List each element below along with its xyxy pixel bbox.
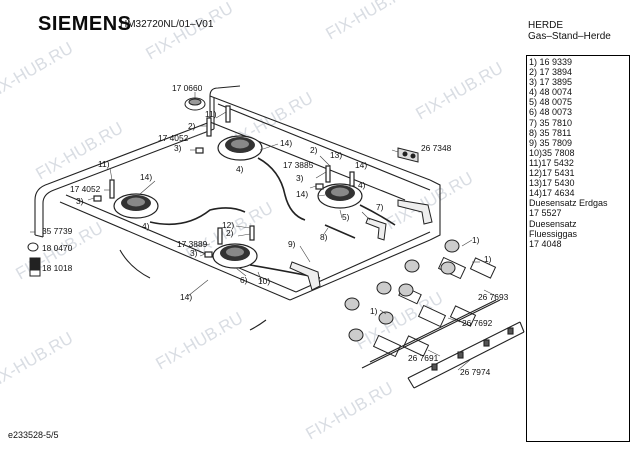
svg-text:FIX-HUB.RU: FIX-HUB.RU <box>0 38 76 103</box>
hob-frame <box>34 85 441 331</box>
svg-text:FIX-HUB.RU: FIX-HUB.RU <box>323 0 417 43</box>
ignition-electrodes <box>93 105 355 258</box>
parts-list-item: 17 5527 <box>529 208 562 219</box>
category-subtitle: Gas–Stand–Herde <box>528 31 611 42</box>
svg-text:FIX-HUB.RU: FIX-HUB.RU <box>143 0 237 63</box>
part-17-0660 <box>184 97 206 111</box>
side-brackets <box>289 199 433 291</box>
label-17-4052: 17 4052 <box>158 133 189 143</box>
label-2: 2) <box>310 145 318 155</box>
gas-pipes <box>149 157 396 279</box>
brand-logo: SIEMENS <box>38 13 132 35</box>
label-9: 9) <box>288 239 296 249</box>
label-14: 14) <box>180 292 192 302</box>
label-1: 1) <box>484 254 492 264</box>
label-26-7348: 26 7348 <box>421 143 452 153</box>
label-17-4052: 17 4052 <box>70 184 101 194</box>
label-3: 3) <box>296 173 304 183</box>
parts-list-item: Duesensatz Erdgas <box>529 198 608 209</box>
leader-lines <box>30 92 497 371</box>
burner-front-right <box>212 243 258 269</box>
parts-list-item: 9) 35 7809 <box>529 137 573 148</box>
label-4: 4) <box>236 164 244 174</box>
label-8: 8) <box>320 232 328 242</box>
control-rails <box>361 299 525 389</box>
label-5: 5) <box>342 212 350 222</box>
svg-text:FIX-HUB.RU: FIX-HUB.RU <box>0 328 76 393</box>
svg-text:FIX-HUB.RU: FIX-HUB.RU <box>33 118 127 183</box>
svg-text:FIX-HUB.RU: FIX-HUB.RU <box>413 58 507 123</box>
label-18-1018: 18 1018 <box>42 263 73 273</box>
label-18-0470: 18 0470 <box>42 243 73 253</box>
parts-list-item: 17 4048 <box>529 238 562 249</box>
label-12: 12) <box>222 220 234 230</box>
label-11: 11) <box>98 159 110 169</box>
label-35-7739: 35 7739 <box>42 226 73 236</box>
category-title: HERDE <box>528 20 564 31</box>
bracket-26-7348 <box>397 147 419 163</box>
document-reference: e233528-5/5 <box>8 430 59 440</box>
label-11: 11) <box>205 109 217 119</box>
model-number: HM32720NL/01–V01 <box>120 19 214 30</box>
parts-list-item: 1) 16 9339 <box>529 57 573 67</box>
label-13: 13) <box>330 150 342 160</box>
label-2: 2) <box>188 121 196 131</box>
label-1: 1) <box>472 235 480 245</box>
callout-labels: 17 0660 11) 2) 17 4052 3) 14) 11) 17 405… <box>42 83 509 377</box>
label-2: 2) <box>226 228 234 238</box>
parts-list-item: 10)35 7808 <box>529 147 575 158</box>
part-18-1018 <box>29 257 41 277</box>
label-17-3889: 17 3889 <box>177 239 208 249</box>
label-7: 7) <box>376 202 384 212</box>
label-14: 14) <box>355 160 367 170</box>
parts-list-box <box>526 55 630 442</box>
parts-list-item: 4) 48 0074 <box>529 87 573 98</box>
parts-list-item: Fluessiggas <box>529 228 578 239</box>
parts-list-item: 8) 35 7811 <box>529 127 572 138</box>
label-3: 3) <box>76 196 84 206</box>
burner-rear-right <box>317 183 363 209</box>
label-14: 14) <box>140 172 152 182</box>
label-26-7974: 26 7974 <box>460 367 491 377</box>
label-14: 14) <box>280 138 292 148</box>
label-14: 14) <box>296 189 308 199</box>
parts-list-item: 11)17 5432 <box>529 157 574 168</box>
parts-list-item: 12)17 5431 <box>529 168 575 179</box>
burner-front-left <box>113 193 159 219</box>
parts-list-item: Duesensatz <box>529 218 577 229</box>
label-17-0660: 17 0660 <box>172 83 203 93</box>
parts-list-item: 3) 17 3895 <box>529 77 573 88</box>
label-26-7692: 26 7692 <box>462 318 493 328</box>
parts-list-item: 2) 17 3894 <box>529 67 573 78</box>
parts-list-item: 14)17 4634 <box>529 188 575 199</box>
parts-list-item: 6) 48 0073 <box>529 107 573 118</box>
parts-list: 1) 16 9339 2) 17 3894 3) 17 3895 4) 48 0… <box>529 57 608 249</box>
label-3: 3) <box>174 143 182 153</box>
label-4: 4) <box>358 180 366 190</box>
svg-text:FIX-HUB.RU: FIX-HUB.RU <box>153 308 247 373</box>
label-4: 4) <box>142 221 150 231</box>
parts-list-item: 13)17 5430 <box>529 178 575 189</box>
label-1: 1) <box>370 306 378 316</box>
label-17-3885: 17 3885 <box>283 160 314 170</box>
label-6: 6) <box>240 275 248 285</box>
parts-list-item: 5) 48 0075 <box>529 97 573 108</box>
burner-rear-left <box>217 135 263 161</box>
svg-text:FIX-HUB.RU: FIX-HUB.RU <box>383 168 477 233</box>
label-3: 3) <box>190 248 198 258</box>
gas-valves <box>344 239 497 358</box>
part-18-0470 <box>27 242 39 252</box>
category-header: HERDE Gas–Stand–Herde <box>528 20 611 42</box>
label-26-7691: 26 7691 <box>408 353 439 363</box>
parts-list-item: 7) 35 7810 <box>529 117 573 128</box>
label-26-7693: 26 7693 <box>478 292 509 302</box>
label-10: 10) <box>258 276 270 286</box>
svg-text:FIX-HUB.RU: FIX-HUB.RU <box>303 378 397 443</box>
